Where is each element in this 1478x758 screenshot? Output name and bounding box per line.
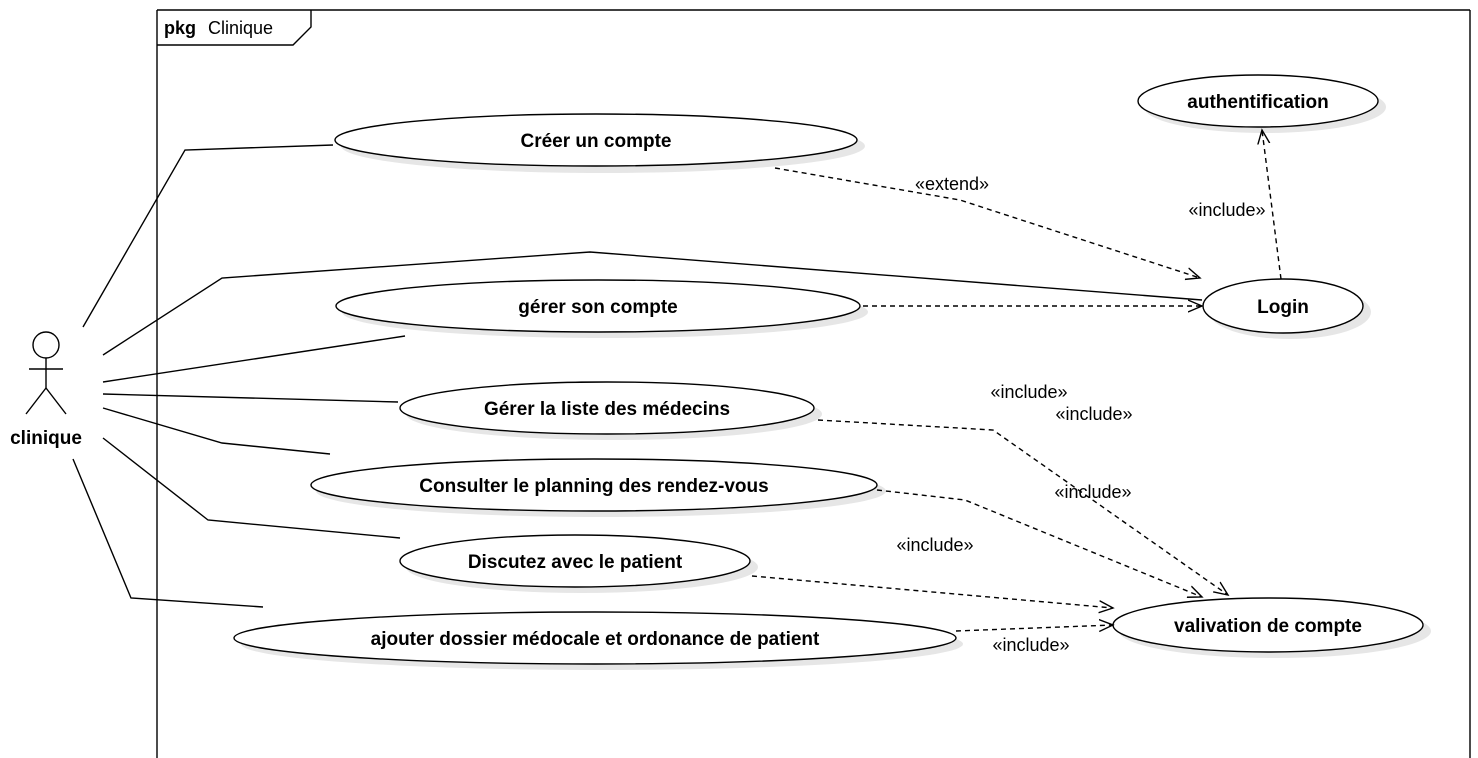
include-label-discutez: «include»: [896, 535, 973, 555]
include-arrow-authentification: [1262, 130, 1282, 280]
association-ajouter-dossier: [72, 458, 264, 608]
associations: [72, 144, 1203, 608]
usecase-ajouter-dossier[interactable]: ajouter dossier médocale et ordonance de…: [233, 611, 963, 670]
actor-name: clinique: [10, 428, 82, 449]
package-frame: pkg Clinique: [156, 9, 1471, 758]
association-gerer-compte: [102, 335, 406, 383]
include-arrow-medecins: [817, 419, 1228, 595]
usecase-gerer-medecins-label: Gérer la liste des médecins: [484, 399, 730, 420]
usecase-ajouter-dossier-label: ajouter dossier médocale et ordonance de…: [371, 629, 820, 650]
usecase-creer-compte-label: Créer un compte: [521, 131, 672, 152]
usecase-authentification-label: authentification: [1187, 92, 1328, 113]
usecase-creer-compte[interactable]: Créer un compte: [334, 113, 865, 173]
association-gerer-medecins: [102, 393, 399, 403]
actor-head: [32, 331, 60, 359]
usecase-login[interactable]: Login: [1202, 278, 1371, 339]
usecase-authentification[interactable]: authentification: [1137, 74, 1386, 133]
extend-arrow: [774, 167, 1200, 278]
usecase-gerer-compte-label: gérer son compte: [518, 297, 677, 318]
include-arrow-discutez: [751, 575, 1113, 608]
use-cases: Créer un compte authentification gérer s…: [233, 74, 1431, 670]
relationship-labels: «extend» «include» «include» «include» «…: [896, 174, 1265, 655]
actor-right-leg: [45, 387, 67, 415]
usecase-consulter-planning[interactable]: Consulter le planning des rendez-vous: [310, 458, 886, 517]
association-creer-compte: [82, 144, 334, 328]
include-label-planning: «include»: [1054, 482, 1131, 502]
include-label-medecins-a: «include»: [990, 382, 1067, 402]
usecase-discutez-patient[interactable]: Discutez avec le patient: [399, 534, 758, 593]
actor-clinique[interactable]: clinique: [10, 331, 82, 449]
include-label-dossier: «include»: [992, 635, 1069, 655]
usecase-validation[interactable]: valivation de compte: [1112, 597, 1431, 658]
dependencies: [751, 130, 1282, 631]
include-label-medecins-b: «include»: [1055, 404, 1132, 424]
association-discutez-patient: [102, 437, 401, 539]
actor-left-leg: [25, 387, 47, 415]
include-arrow-dossier: [955, 625, 1113, 631]
usecase-gerer-compte[interactable]: gérer son compte: [335, 279, 868, 338]
include-arrow-planning: [876, 489, 1202, 597]
package-keyword: pkg: [164, 18, 196, 38]
extend-label: «extend»: [915, 174, 989, 194]
include-label-authentification: «include»: [1188, 200, 1265, 220]
usecase-gerer-medecins[interactable]: Gérer la liste des médecins: [399, 381, 822, 440]
association-consulter-planning: [102, 407, 331, 455]
association-login: [102, 251, 1203, 356]
usecase-login-label: Login: [1257, 297, 1309, 318]
usecase-discutez-patient-label: Discutez avec le patient: [468, 552, 683, 573]
usecase-consulter-planning-label: Consulter le planning des rendez-vous: [419, 476, 768, 497]
usecase-validation-label: valivation de compte: [1174, 616, 1362, 637]
package-name: Clinique: [208, 18, 273, 38]
